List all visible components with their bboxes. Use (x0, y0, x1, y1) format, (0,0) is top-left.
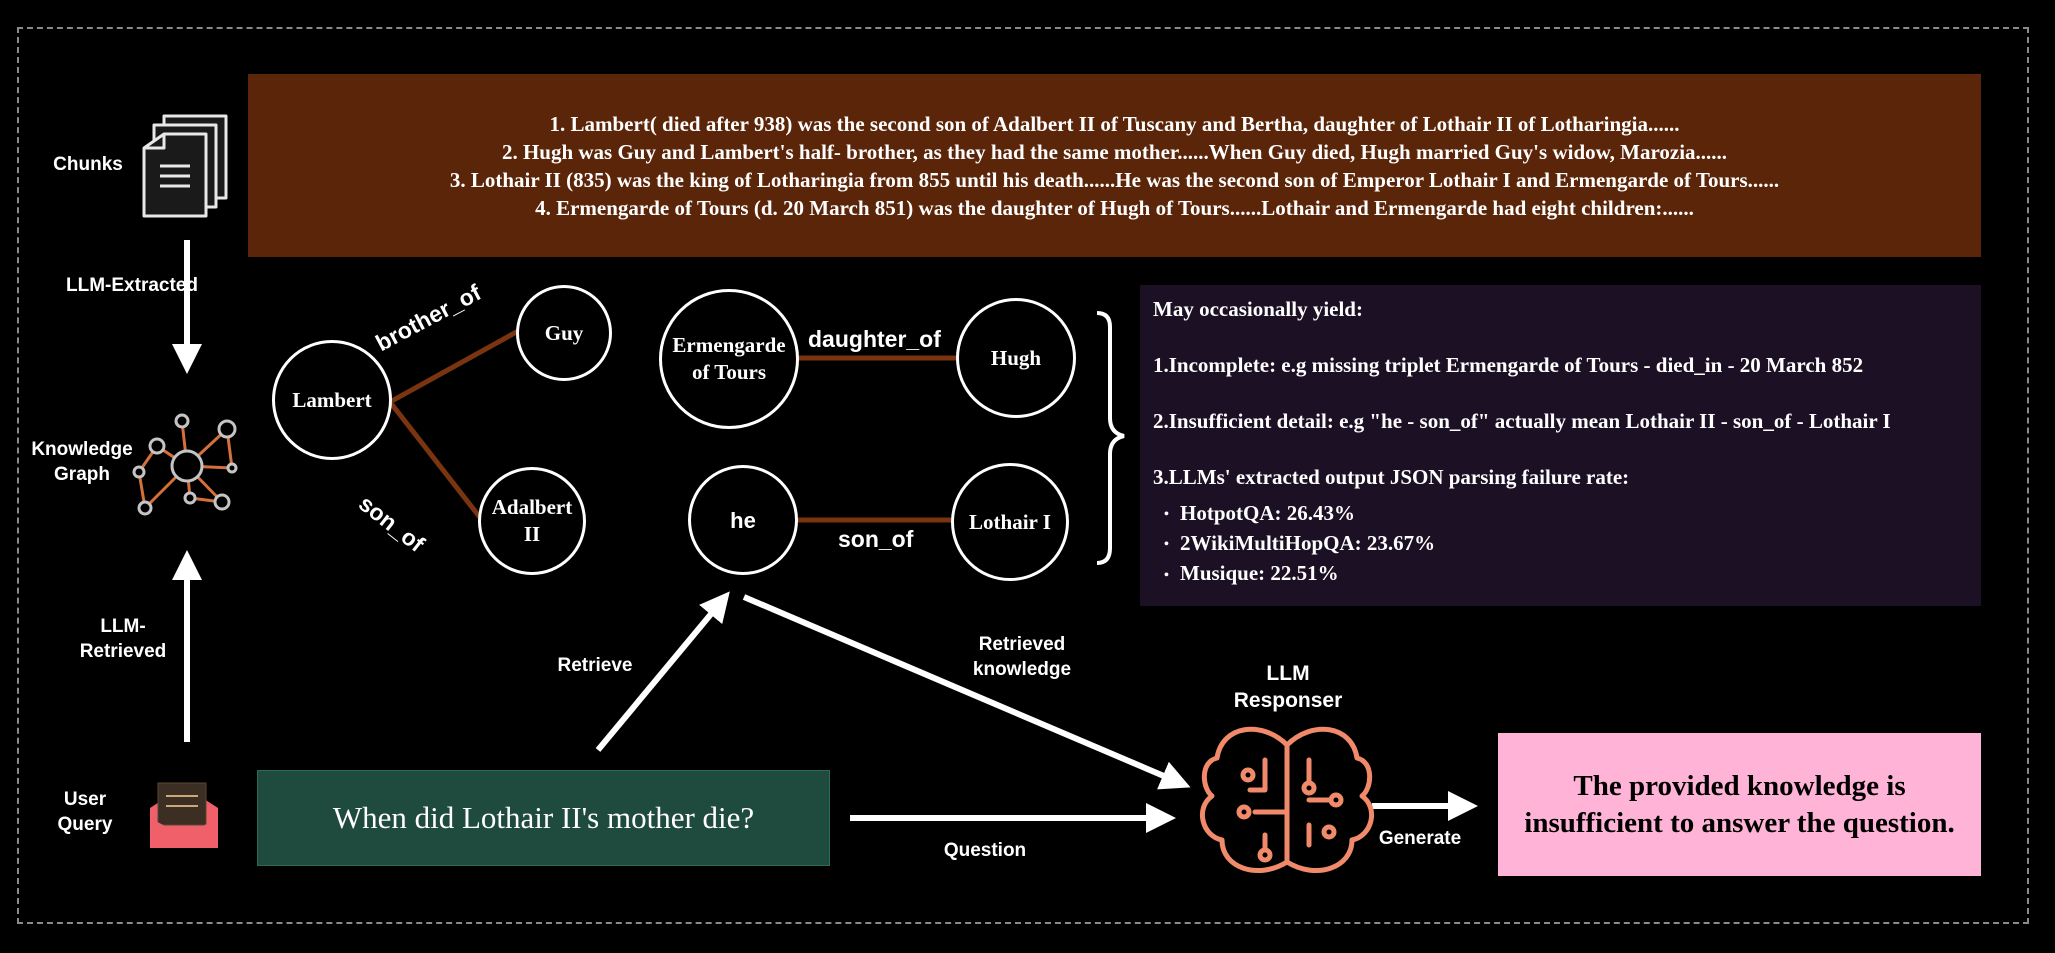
arrow-retrieved-knowledge (742, 594, 1191, 790)
generate-label: Generate (1378, 828, 1462, 849)
node-he: he (688, 465, 798, 575)
knowledge-graph-label: Knowledge Graph (31, 439, 133, 485)
node-lambert: Lambert (272, 340, 392, 460)
brace (1096, 311, 1125, 565)
failure-rate-item: HotpotQA: 26.43% (1180, 499, 1968, 529)
issue-insufficient-detail: 2.Insufficient detail: e.g "he - son_of"… (1153, 409, 1891, 433)
document-stack-icon (142, 114, 228, 218)
chunks-panel: 1. Lambert( died after 938) was the seco… (248, 74, 1981, 257)
issue-incomplete: 1.Incomplete: e.g missing triplet Ermeng… (1153, 353, 1864, 377)
llm-extracted-label: LLM-Extracted (66, 275, 198, 296)
question-label: Question (943, 840, 1027, 861)
failure-rate-list: HotpotQA: 26.43% 2WikiMultiHopQA: 23.67%… (1153, 499, 1968, 590)
edge-son-of-1 (388, 400, 484, 522)
edge-label-son-of-2: son_of (838, 526, 914, 552)
mail-icon (150, 782, 218, 848)
node-hugh: Hugh (956, 298, 1076, 418)
user-query-label: User Query (57, 789, 113, 835)
node-guy: Guy (516, 285, 612, 381)
edge-label-daughter-of: daughter_of (808, 326, 941, 352)
llm-retrieved-label: LLM-Retrieved (79, 616, 167, 662)
chunk-line: 1. Lambert( died after 938) was the seco… (549, 112, 1680, 136)
node-adalbert: Adalbert II (478, 467, 586, 575)
user-query-box: When did Lothair II's mother die? (257, 770, 830, 866)
brain-icon (1200, 726, 1374, 873)
knowledge-graph-icon (132, 413, 238, 516)
chunk-line: 3. Lothair II (835) was the king of Loth… (449, 168, 1780, 192)
node-ermengarde: Ermengarde of Tours (659, 289, 799, 429)
edge-brother-of (388, 327, 522, 405)
llm-responser-label: LLM Responser (1233, 662, 1343, 713)
node-lothair-i: Lothair I (951, 463, 1069, 581)
answer-box: The provided knowledge is insufficient t… (1498, 733, 1981, 876)
failure-rate-item: 2WikiMultiHopQA: 23.67% (1180, 529, 1968, 559)
dashed-frame (17, 27, 2029, 924)
issues-heading: May occasionally yield: (1153, 297, 1363, 321)
chunk-line: 2. Hugh was Guy and Lambert's half- brot… (501, 140, 1728, 164)
issues-panel: May occasionally yield: 1.Incomplete: e.… (1140, 285, 1981, 606)
retrieve-label: Retrieve (557, 655, 633, 676)
chunks-label: Chunks (53, 154, 123, 175)
retrieved-knowledge-label: Retrieved knowledge (972, 634, 1072, 680)
issue-parsing-failure: 3.LLMs' extracted output JSON parsing fa… (1153, 465, 1630, 489)
chunk-line: 4. Ermengarde of Tours (d. 20 March 851)… (535, 196, 1694, 220)
arrow-retrieve (595, 591, 730, 752)
failure-rate-item: Musique: 22.51% (1180, 559, 1968, 589)
